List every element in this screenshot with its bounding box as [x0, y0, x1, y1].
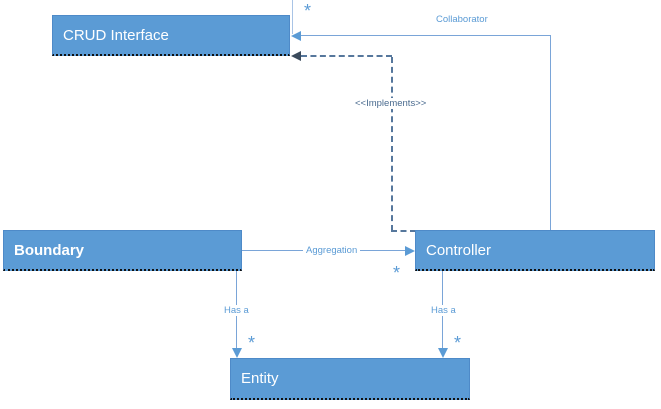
implements-label: <<Implements>> [352, 98, 430, 109]
class-box-crud-interface-label: CRUD Interface [63, 26, 169, 44]
class-box-entity-label: Entity [241, 370, 279, 387]
multiplicity-star-entity-left: * [248, 333, 256, 353]
class-box-boundary[interactable]: Boundary [3, 230, 242, 271]
class-box-boundary-label: Boundary [14, 241, 85, 259]
collaborator-offscreen-stub-line [292, 0, 293, 34]
implements-line-vertical [391, 57, 393, 231]
class-box-entity[interactable]: Entity [230, 358, 470, 400]
implements-arrowhead [291, 51, 301, 61]
class-box-controller[interactable]: Controller [415, 230, 655, 271]
implements-line-elbow [391, 230, 416, 232]
aggregation-arrowhead [405, 246, 415, 256]
implements-line-horizontal [301, 55, 392, 57]
class-box-controller-label: Controller [426, 241, 492, 259]
multiplicity-star-controller: * [393, 263, 401, 283]
has-a-right-arrowhead [438, 348, 448, 358]
collaborator-line-horizontal [300, 35, 551, 36]
collaborator-arrowhead [291, 31, 301, 41]
multiplicity-star-crud: * [304, 1, 312, 21]
collaborator-line-vertical [550, 36, 551, 230]
aggregation-label: Aggregation [303, 245, 361, 256]
has-a-left-arrowhead [232, 348, 242, 358]
has-a-right-label: Has a [428, 305, 459, 316]
collaborator-label: Collaborator [433, 14, 491, 25]
has-a-left-label: Has a [221, 305, 252, 316]
multiplicity-star-entity-right: * [454, 333, 462, 353]
class-box-crud-interface[interactable]: CRUD Interface [52, 15, 290, 56]
